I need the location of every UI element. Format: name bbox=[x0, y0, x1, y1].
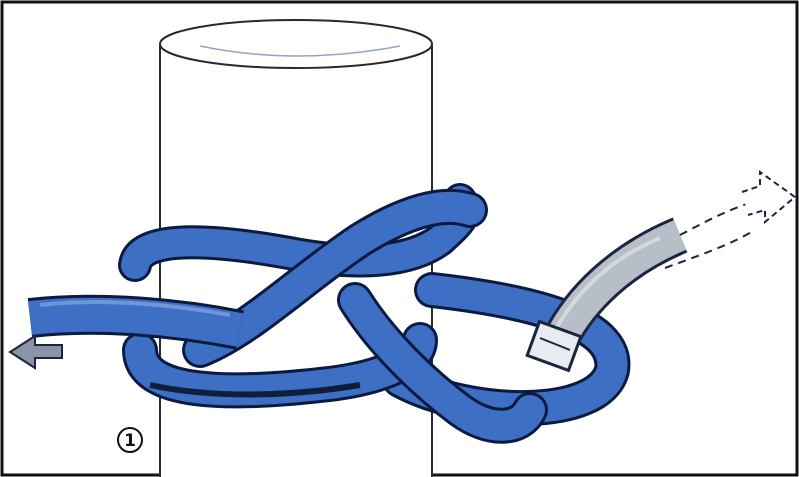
step-number-icon: 1 bbox=[118, 428, 142, 452]
pull-arrow-icon bbox=[10, 336, 62, 368]
step-number-label: 1 bbox=[124, 431, 136, 451]
rope bbox=[30, 302, 240, 330]
